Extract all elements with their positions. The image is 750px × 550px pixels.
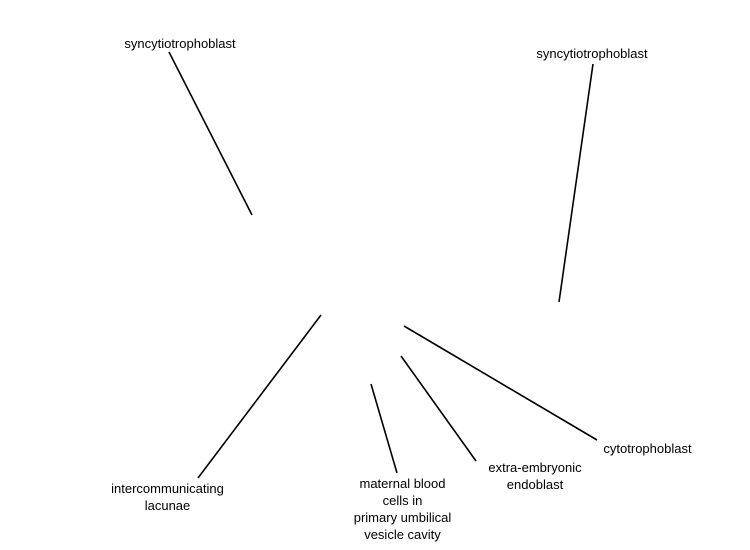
- label-line: extra-embryonic: [488, 460, 582, 475]
- leader-line-syncytiotrophoblast-right: [558, 63, 594, 303]
- label-cytotrophoblast: cytotrophoblast: [580, 440, 715, 457]
- label-maternal-blood-cells: maternal blood cells in primary umbilica…: [335, 475, 470, 543]
- leader-line-maternal-blood-cells: [370, 383, 398, 474]
- leader-line-intercommunicating-lacunae: [197, 314, 322, 479]
- label-line: lacunae: [144, 498, 191, 513]
- label-text: syncytiotrophoblast: [536, 46, 648, 61]
- label-extra-embryonic-endoblast: extra-embryonic endoblast: [470, 459, 600, 493]
- label-line: vesicle cavity: [364, 527, 441, 542]
- label-syncytiotrophoblast-right: syncytiotrophoblast: [507, 45, 677, 62]
- label-text: cytotrophoblast: [603, 441, 692, 456]
- label-line: primary umbilical: [353, 510, 452, 525]
- leader-line-syncytiotrophoblast-left: [168, 51, 253, 216]
- label-syncytiotrophoblast-left: syncytiotrophoblast: [95, 35, 265, 52]
- leader-line-cytotrophoblast: [403, 325, 598, 441]
- leader-line-extra-embryonic-endoblast: [400, 355, 477, 462]
- label-line: intercommunicating: [111, 481, 224, 496]
- label-line: endoblast: [506, 477, 564, 492]
- label-text: syncytiotrophoblast: [124, 36, 236, 51]
- label-intercommunicating-lacunae: intercommunicating lacunae: [90, 480, 245, 514]
- label-line: cells in: [382, 493, 423, 508]
- label-line: maternal blood: [359, 476, 446, 491]
